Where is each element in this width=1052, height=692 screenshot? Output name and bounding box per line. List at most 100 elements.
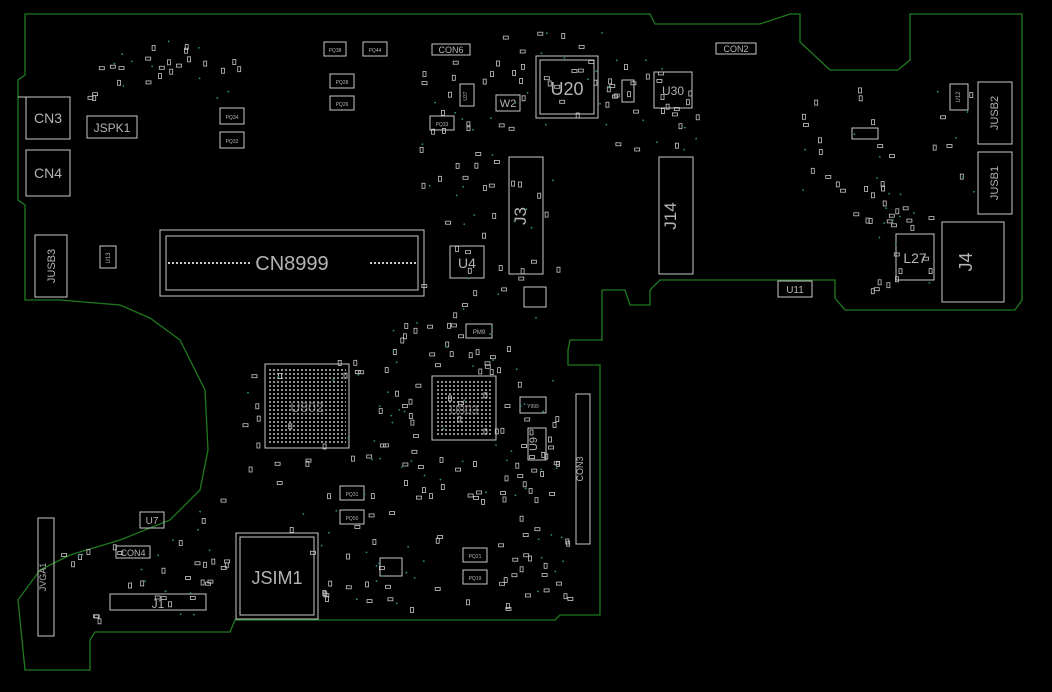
smd-part bbox=[499, 581, 506, 586]
via bbox=[525, 208, 528, 211]
smd-part bbox=[686, 99, 690, 106]
via bbox=[193, 613, 195, 616]
via bbox=[378, 405, 381, 407]
jusb1-connector: JUSB1 bbox=[977, 151, 1013, 215]
via bbox=[962, 175, 964, 178]
smd-part bbox=[353, 359, 358, 366]
smd-part bbox=[419, 146, 424, 153]
smd-part bbox=[421, 487, 426, 494]
smd-part bbox=[531, 468, 538, 473]
via bbox=[892, 219, 894, 222]
smd-part bbox=[194, 561, 201, 566]
pq32-label: PQ32 bbox=[226, 139, 239, 145]
via bbox=[545, 123, 547, 126]
smd-part bbox=[501, 287, 508, 292]
smd-part bbox=[413, 434, 419, 438]
smd-part bbox=[462, 303, 468, 308]
smd-part bbox=[278, 373, 283, 380]
smd-part bbox=[421, 81, 428, 85]
smd-part bbox=[853, 212, 860, 217]
via bbox=[332, 379, 335, 381]
smd-part bbox=[554, 84, 561, 89]
smd-part bbox=[511, 573, 518, 578]
smd-part bbox=[402, 462, 409, 467]
con4-connector: CON4 bbox=[115, 545, 151, 559]
smd-part bbox=[531, 259, 537, 264]
smd-part bbox=[940, 115, 946, 120]
via bbox=[936, 90, 939, 93]
smd-part bbox=[517, 381, 522, 388]
smd-part bbox=[402, 404, 408, 408]
via bbox=[642, 119, 645, 122]
via bbox=[519, 405, 522, 407]
via bbox=[375, 580, 378, 582]
via bbox=[530, 226, 533, 229]
smd-part bbox=[521, 95, 526, 102]
cn8999-label: CN8999 bbox=[255, 253, 328, 275]
via bbox=[77, 555, 80, 558]
j14-connector: J14 bbox=[658, 156, 694, 275]
smd-part bbox=[328, 580, 333, 587]
smd-part bbox=[466, 125, 471, 132]
via bbox=[661, 68, 663, 70]
jusb2-connector: JUSB2 bbox=[977, 81, 1013, 145]
u20-chip: U20 bbox=[535, 55, 599, 119]
via bbox=[151, 65, 154, 68]
via bbox=[422, 560, 425, 562]
smd-part bbox=[221, 67, 225, 74]
smd-part bbox=[358, 370, 364, 375]
smd-part bbox=[365, 581, 369, 588]
smd-part bbox=[337, 359, 342, 366]
smd-part bbox=[325, 596, 330, 602]
u9-label: U9 bbox=[528, 437, 540, 451]
smd-part bbox=[482, 78, 487, 85]
smd-part bbox=[404, 480, 408, 486]
via bbox=[899, 215, 901, 218]
via bbox=[413, 577, 416, 579]
smd-part bbox=[802, 113, 806, 120]
smd-part bbox=[528, 487, 533, 494]
smd-part bbox=[660, 94, 665, 100]
smd-part bbox=[185, 576, 191, 580]
smd-part bbox=[906, 218, 913, 223]
smd-part bbox=[544, 211, 549, 218]
smd-part bbox=[87, 95, 94, 100]
via bbox=[804, 148, 807, 151]
via bbox=[489, 333, 491, 335]
smd-part bbox=[893, 252, 900, 257]
board-outline bbox=[17, 13, 1023, 671]
pq19-label: PQ19 bbox=[469, 576, 482, 582]
u30-label: U30 bbox=[662, 84, 684, 98]
smd-part bbox=[928, 216, 935, 221]
via bbox=[179, 613, 182, 615]
via bbox=[208, 549, 211, 552]
smd-part bbox=[520, 268, 525, 275]
via bbox=[491, 325, 493, 328]
smd-part bbox=[673, 107, 680, 111]
cn3-connector: CN3 bbox=[18, 96, 71, 140]
smd-part bbox=[429, 493, 433, 500]
smd-part bbox=[457, 416, 462, 423]
smd-part bbox=[441, 127, 446, 134]
via bbox=[885, 207, 888, 210]
pq32-part: PQ32 bbox=[219, 131, 245, 149]
jsim1-connector: JSIM1 bbox=[235, 532, 319, 620]
u37-label: U37 bbox=[463, 91, 469, 100]
via bbox=[595, 70, 598, 73]
smd-part bbox=[448, 91, 452, 98]
smd-part bbox=[498, 265, 503, 271]
smd-part bbox=[556, 460, 560, 467]
smd-part bbox=[543, 76, 550, 81]
smd-part bbox=[529, 429, 534, 436]
via bbox=[445, 345, 447, 348]
small-chip-bottom bbox=[379, 557, 403, 577]
small-chip-near-u4 bbox=[523, 286, 547, 308]
cn4-connector: CN4 bbox=[25, 149, 71, 197]
u37-part: U37 bbox=[459, 83, 475, 107]
smd-part bbox=[556, 581, 562, 586]
smd-part bbox=[447, 395, 452, 402]
u13-label: U13 bbox=[106, 252, 112, 264]
smd-part bbox=[211, 558, 216, 565]
pq26-label: PQ26 bbox=[336, 102, 349, 108]
via bbox=[514, 494, 517, 497]
